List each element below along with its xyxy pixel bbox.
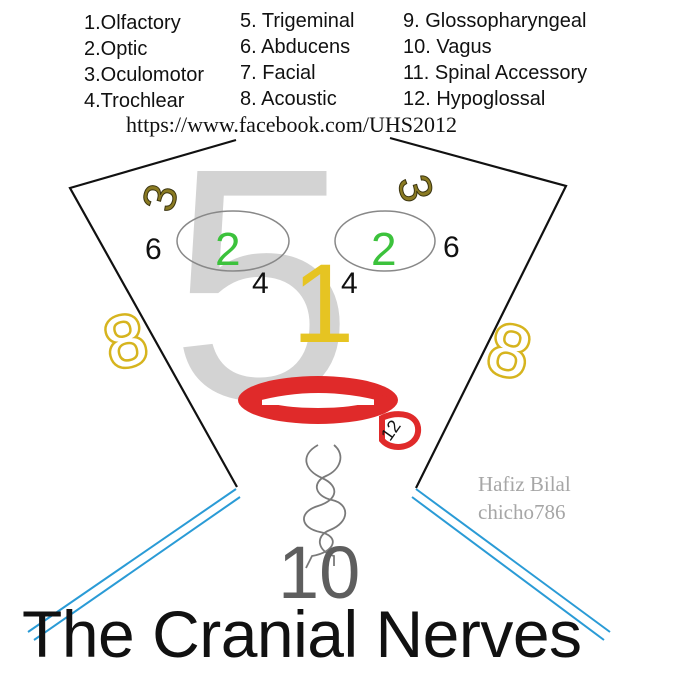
- legend-column-3: 9. Glossopharyngeal 10. Vagus 11. Spinal…: [403, 8, 587, 112]
- legend-item-trigeminal: 5. Trigeminal: [240, 10, 355, 32]
- mouth-shape: [238, 376, 398, 424]
- legend-item-oculomotor: 3.Oculomotor: [84, 64, 205, 86]
- author-credit: Hafiz Bilal chicho786: [478, 470, 571, 526]
- legend-item-spinal-accessory: 11. Spinal Accessory: [403, 62, 588, 84]
- numeral-trochlear-right: 4: [341, 267, 358, 300]
- numeral-oculomotor-left: 3: [131, 178, 188, 216]
- legend-item-hypoglossal: 12. Hypoglossal: [403, 88, 546, 110]
- legend-item-optic: 2.Optic: [84, 38, 148, 60]
- numeral-acoustic-left: 8: [97, 298, 155, 385]
- diagram-title: The Cranial Nerves: [22, 597, 582, 671]
- legend-item-abducens: 6. Abducens: [240, 36, 351, 58]
- numeral-trochlear-left: 4: [252, 267, 269, 300]
- source-url: https://www.facebook.com/UHS2012: [126, 112, 457, 137]
- author-name: Hafiz Bilal: [478, 472, 571, 496]
- neck-line-right: [411, 488, 611, 641]
- author-handle: chicho786: [478, 500, 566, 524]
- numeral-optic-right: 2: [371, 223, 397, 275]
- legend-item-glossopharyngeal: 9. Glossopharyngeal: [403, 10, 587, 32]
- spinal-accessory-squiggle: [303, 444, 347, 569]
- numeral-abducens-right: 6: [443, 231, 460, 264]
- head-outline-right: [389, 136, 568, 489]
- legend-column-1: 1.Olfactory 2.Optic 3.Oculomotor 4.Troch…: [84, 10, 204, 114]
- legend-item-facial: 7. Facial: [240, 62, 316, 84]
- numeral-vagus: 10: [278, 531, 360, 614]
- numeral-olfactory: 1: [292, 241, 354, 366]
- legend-item-trochlear: 4.Trochlear: [84, 90, 185, 112]
- eye-left: [176, 210, 290, 272]
- eye-right: [334, 210, 436, 272]
- head-outline-left: [68, 138, 238, 488]
- numeral-oculomotor-right: 3: [387, 169, 444, 207]
- legend-column-2: 5. Trigeminal 6. Abducens 7. Facial 8. A…: [240, 8, 355, 112]
- numeral-optic-left: 2: [215, 223, 241, 275]
- tongue-loop: [379, 411, 422, 450]
- legend-item-vagus: 10. Vagus: [403, 36, 492, 58]
- legend-item-olfactory: 1.Olfactory: [84, 12, 181, 34]
- numeral-abducens-left: 6: [145, 233, 162, 266]
- neck-line-left: [27, 488, 241, 641]
- numeral-acoustic-right: 8: [480, 308, 538, 395]
- legend-item-acoustic: 8. Acoustic: [240, 88, 337, 110]
